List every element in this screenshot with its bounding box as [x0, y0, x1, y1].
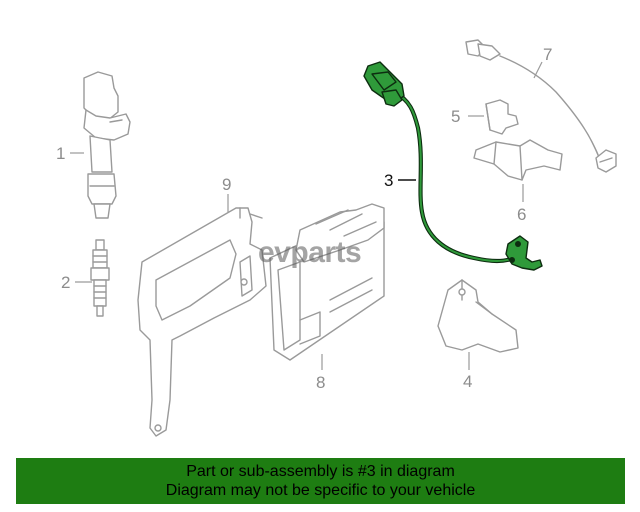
banner-line-part-number: Part or sub-assembly is #3 in diagram [186, 463, 455, 480]
crankshaft-position-sensor-part[interactable] [363, 61, 543, 271]
ignition-coil-part[interactable] [83, 71, 131, 219]
ecu-module-part[interactable] [269, 203, 385, 361]
callout-5: 5 [451, 107, 460, 126]
callout-2: 2 [61, 273, 70, 292]
callout-4: 4 [463, 372, 472, 391]
sensor-small-part[interactable] [485, 99, 519, 135]
sensor-bracket-part[interactable] [473, 139, 563, 181]
callout-1: 1 [56, 144, 65, 163]
callout-3: 3 [384, 171, 393, 190]
callout-6: 6 [517, 205, 526, 224]
callout-7: 7 [543, 45, 552, 64]
callout-8: 8 [316, 373, 325, 392]
parts-diagram: 1 2 3 4 5 6 7 8 9 [56, 39, 617, 437]
watermark-logo: evparts [258, 236, 362, 269]
knock-sensor-part[interactable] [465, 39, 617, 173]
leader-line-7 [533, 61, 543, 79]
spark-plug-part[interactable] [90, 239, 110, 317]
info-banner: Part or sub-assembly is #3 in diagram Di… [16, 458, 625, 504]
ecu-bracket-part[interactable] [137, 207, 267, 437]
callout-9: 9 [222, 175, 231, 194]
sensor-shield-part[interactable] [437, 279, 519, 353]
banner-line-disclaimer: Diagram may not be specific to your vehi… [165, 482, 476, 499]
